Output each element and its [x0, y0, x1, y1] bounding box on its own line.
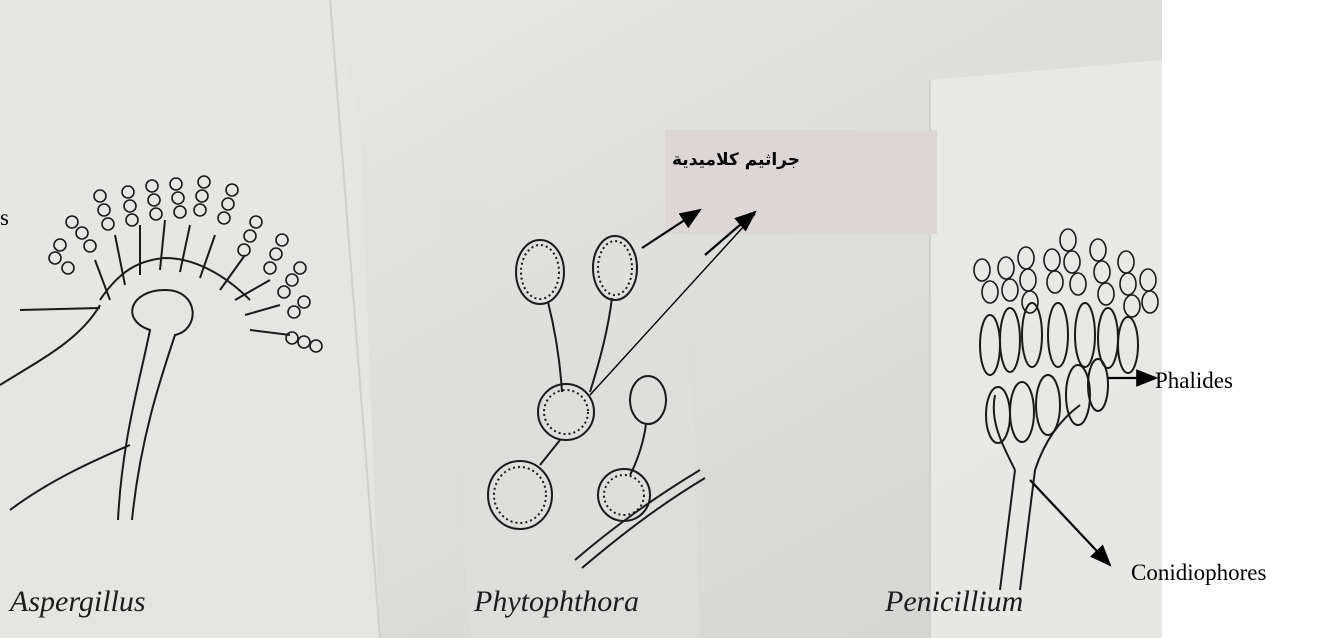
arrow-chlamydospore-pointer — [590, 214, 755, 395]
penicillium-label: Penicillium — [885, 585, 1023, 619]
arabic-annotation: جراثيم كلاميدية — [672, 150, 800, 170]
phalides-label: Phalides — [1155, 368, 1233, 394]
penicillium-drawing — [974, 229, 1158, 590]
phytophthora-drawing — [488, 236, 705, 568]
arrow-to-conidiophores — [1030, 480, 1110, 565]
arrow-to-chlamydospore-left — [642, 210, 700, 248]
arrow-to-chlamydospore-right — [705, 212, 755, 255]
aspergillus-label: Aspergillus — [10, 585, 146, 619]
phytophthora-label: Phytophthora — [474, 585, 639, 619]
conidiophores-label: Conidiophores — [1131, 560, 1266, 586]
aspergillus-drawing — [0, 176, 322, 520]
cropped-left-label: s — [0, 205, 9, 231]
annotation-arrows — [590, 210, 1156, 565]
